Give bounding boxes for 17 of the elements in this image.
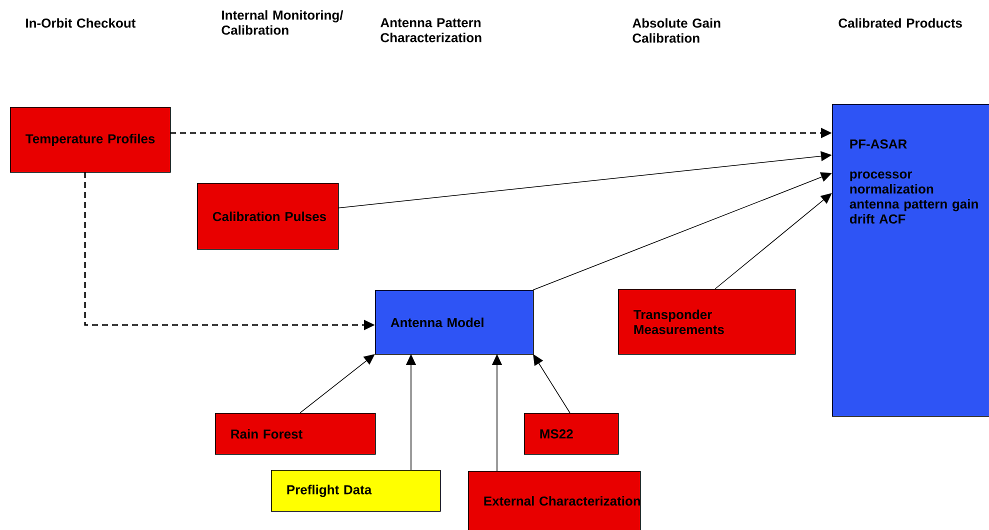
process-box: External Characterization: [468, 471, 641, 530]
arrow: [533, 354, 570, 414]
column-heading: Antenna Pattern Characterization: [380, 18, 482, 42]
column-heading: Calibrated Products: [838, 18, 962, 28]
arrow: [714, 193, 832, 290]
process-box: MS22: [524, 413, 619, 455]
arrow: [300, 354, 375, 414]
process-box: Temperature Profiles: [10, 107, 171, 173]
column-heading: In-Orbit Checkout: [26, 18, 136, 28]
column-heading: Internal Monitoring/ Calibration: [222, 10, 344, 35]
process-box: Rain Forest: [215, 413, 376, 455]
process-box: Calibration Pulses: [197, 183, 339, 250]
column-heading: Absolute Gain Calibration: [632, 18, 720, 43]
process-box: Antenna Model: [375, 290, 534, 355]
process-box: Preflight Data: [271, 470, 441, 512]
process-box: PF-ASAR processor normalization antenna pattern gain drift ACF: [832, 104, 989, 417]
process-box: Transponder Measurements: [618, 289, 796, 355]
